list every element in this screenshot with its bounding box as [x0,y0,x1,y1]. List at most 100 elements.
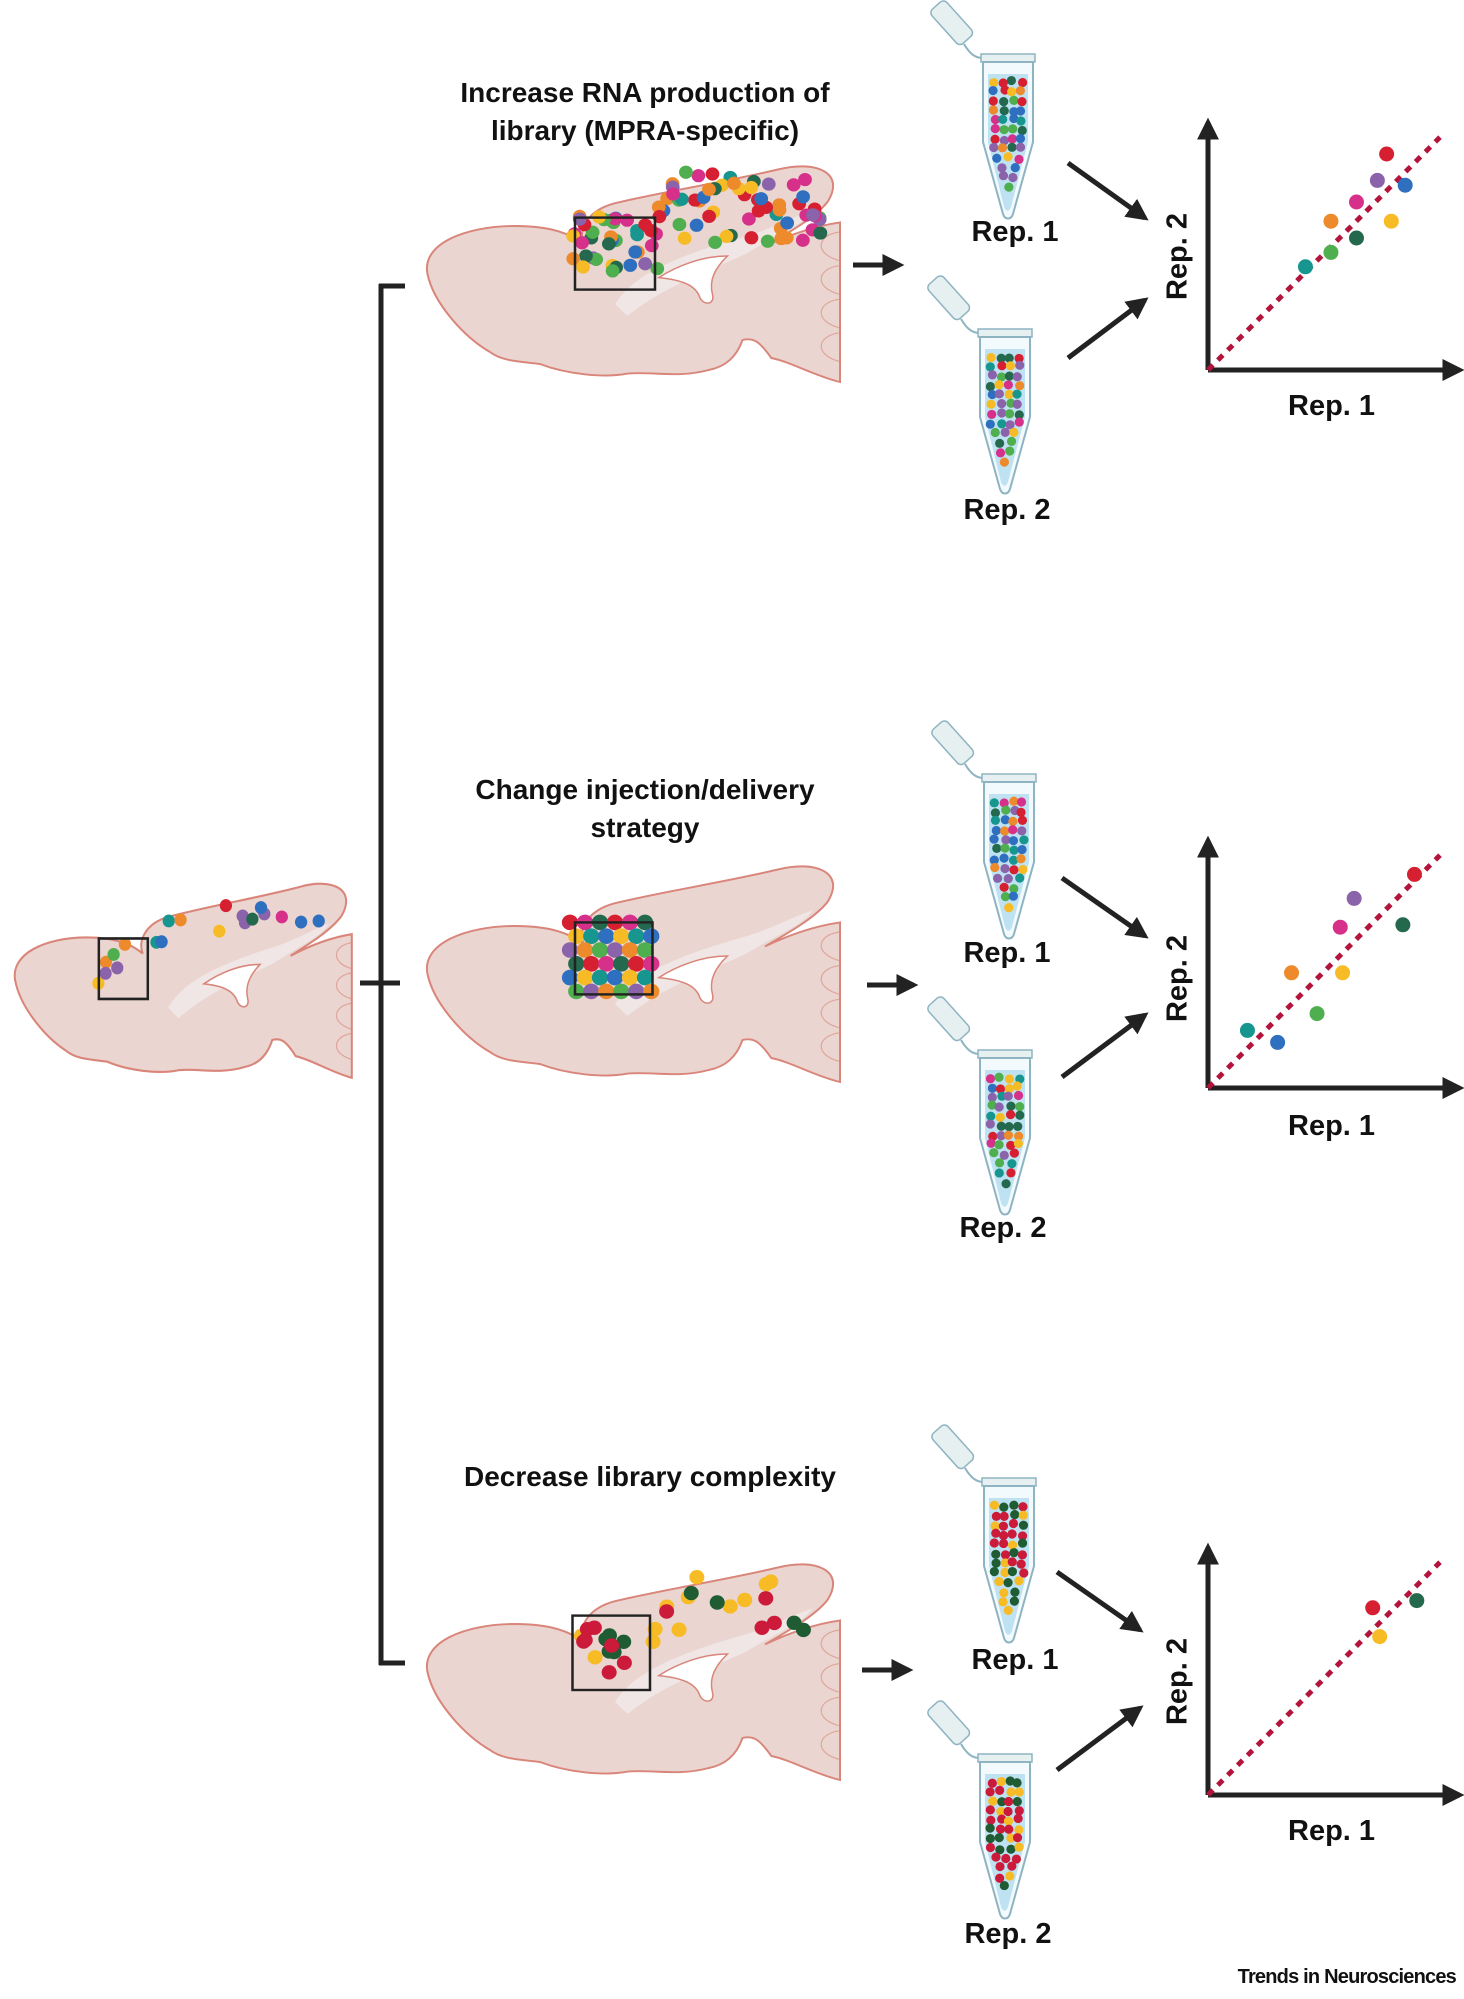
library-dot [1003,1578,1013,1588]
library-dot [722,1599,738,1614]
library-dot [1015,133,1026,144]
ventricle [656,955,730,1004]
library-dot [1006,1140,1016,1151]
library-dot [806,208,820,222]
library-dot [689,1570,705,1585]
data-point-yellow [1335,965,1351,981]
library-dot [99,966,112,980]
library-dot [1011,1854,1022,1864]
library-dot [997,163,1007,173]
tube-cap [931,720,975,766]
library-dot [1006,436,1017,447]
library-dot [691,169,706,183]
library-dot [583,928,600,944]
library-dot [985,1842,996,1853]
library-dot [727,176,741,190]
data-point-yellow [1383,213,1399,229]
library-dot [1019,835,1029,845]
library-dot [997,143,1008,153]
library-dot [997,361,1007,371]
section-2-title-line-2: strategy [590,812,700,843]
library-dot [995,1873,1005,1883]
library-dot [987,370,997,380]
library-dot [1003,1796,1014,1807]
library-dot [583,983,600,1000]
library-dot [636,942,654,958]
library-dot [1004,409,1015,419]
library-dot [719,229,734,243]
library-dot [650,261,665,276]
library-dot [994,389,1004,399]
library-dot [796,190,810,204]
library-dot [986,399,996,409]
zoom-box [97,937,150,1001]
library-dot [709,1595,725,1610]
library-dot [999,1502,1009,1512]
library-dot [677,231,692,245]
library-dot [995,448,1006,458]
library-dot [608,212,623,226]
data-point-darkgreen [1348,230,1364,246]
data-point-teal [1239,1022,1255,1038]
plot-2-ylabel: Rep. 2 [1161,934,1194,1023]
library-dot [1007,1540,1018,1550]
library-dot [1003,1091,1013,1101]
library-dot [1008,124,1018,134]
section-3-title: Decrease library complexity [400,1458,900,1496]
library-dot [988,85,998,96]
library-dot [999,882,1009,892]
library-dot [998,1597,1008,1607]
library-dot [1001,1179,1011,1189]
library-dot [606,969,624,986]
data-point-darkgreen [1409,1593,1425,1609]
library-dot [1015,1110,1025,1120]
library-dot [999,853,1009,863]
cap-hinge [963,43,984,59]
library-dot [997,399,1007,409]
section-1-title-line-1: Increase RNA production of [460,77,830,108]
library-dot [1003,1816,1014,1826]
library-dot [988,105,998,115]
cerebellum-fold [820,1663,841,1693]
library-dot [1018,1520,1029,1530]
library-dot [1014,1131,1024,1141]
library-dot [583,956,600,972]
library-dot [1012,1081,1022,1091]
arrow-tube1-to-plot-1 [1066,160,1149,221]
plot-1-xlabel: Rep. 1 [1288,390,1376,422]
library-dot [1005,1871,1015,1881]
library-dot [991,1511,1001,1521]
library-dot [987,1100,997,1110]
arrow-tube1-to-plot-3 [1055,1569,1144,1633]
library-dot [1015,142,1026,152]
library-dot [613,956,630,972]
library-dot [994,1072,1004,1082]
section-1-title: Increase RNA production of library (MPRA… [400,74,890,150]
library-dot [1015,1074,1025,1084]
library-dot [1016,854,1026,864]
data-point-red [1379,146,1395,162]
journal-credit: Trends in Neurosciences [1237,1966,1457,1988]
data-point-green [1323,244,1339,260]
library-dot [1014,1787,1024,1797]
zoom-box [573,921,654,996]
library-dot [613,983,630,1000]
library-dot [989,1538,999,1548]
library-dot [1013,1121,1023,1132]
library-dot [996,1807,1006,1817]
library-dot [1014,1842,1024,1852]
library-dot [813,226,828,240]
library-dot [988,1796,998,1806]
library-dot [1000,1550,1011,1560]
library-dot [999,1880,1009,1891]
identity-line [1206,853,1442,1090]
library-dot [155,935,168,949]
library-dot [576,260,590,274]
library-dot [1003,152,1013,162]
library-dot [987,389,997,400]
library-dot [312,914,325,928]
cerebellum-fold [820,1696,841,1727]
library-dot [1017,1538,1028,1548]
library-dot [985,419,995,429]
cerebellum-fold [820,265,841,295]
